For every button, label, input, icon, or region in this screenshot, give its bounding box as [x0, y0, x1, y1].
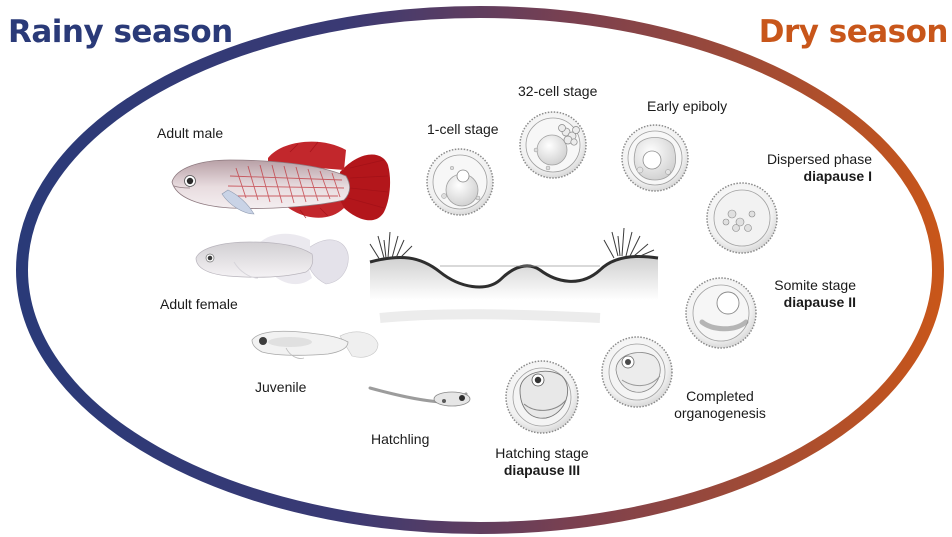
- egg-1-cell-illustration: [427, 149, 493, 215]
- diapause-ii-text: diapause II: [740, 294, 856, 311]
- egg-dispersed-phase-illustration: [707, 183, 777, 253]
- adult-male-fish-illustration: [172, 142, 390, 221]
- label-hatching-stage: Hatching stage diapause III: [480, 445, 604, 479]
- adult-female-fish-illustration: [196, 234, 348, 284]
- label-hatchling: Hatchling: [371, 431, 429, 448]
- label-juvenile: Juvenile: [255, 379, 306, 396]
- juvenile-fish-illustration: [252, 331, 378, 358]
- pond-cross-section-illustration: [370, 228, 658, 318]
- label-early-epiboly: Early epiboly: [647, 98, 727, 115]
- label-1-cell-stage: 1-cell stage: [427, 121, 499, 138]
- somite-stage-text: Somite stage: [774, 277, 856, 293]
- label-32-cell-stage: 32-cell stage: [518, 83, 597, 100]
- organogenesis-line1: Completed: [658, 388, 782, 405]
- dispersed-phase-text: Dispersed phase: [767, 151, 872, 167]
- organogenesis-line2: organogenesis: [658, 405, 782, 422]
- diapause-i-text: diapause I: [748, 168, 872, 185]
- egg-hatching-stage-illustration: [506, 361, 578, 433]
- rainy-season-title: Rainy season: [8, 14, 233, 50]
- label-dispersed-phase: Dispersed phase diapause I: [748, 151, 872, 185]
- label-adult-female: Adult female: [160, 296, 238, 313]
- label-somite-stage: Somite stage diapause II: [740, 277, 856, 311]
- label-adult-male: Adult male: [157, 125, 223, 142]
- egg-early-epiboly-illustration: [622, 125, 688, 191]
- egg-32-cell-illustration: [520, 112, 586, 178]
- dry-season-title: Dry season: [759, 14, 948, 50]
- hatching-stage-text: Hatching stage: [495, 445, 588, 461]
- hatchling-illustration: [370, 388, 470, 406]
- label-organogenesis: Completed organogenesis: [658, 388, 782, 422]
- diapause-iii-text: diapause III: [480, 462, 604, 479]
